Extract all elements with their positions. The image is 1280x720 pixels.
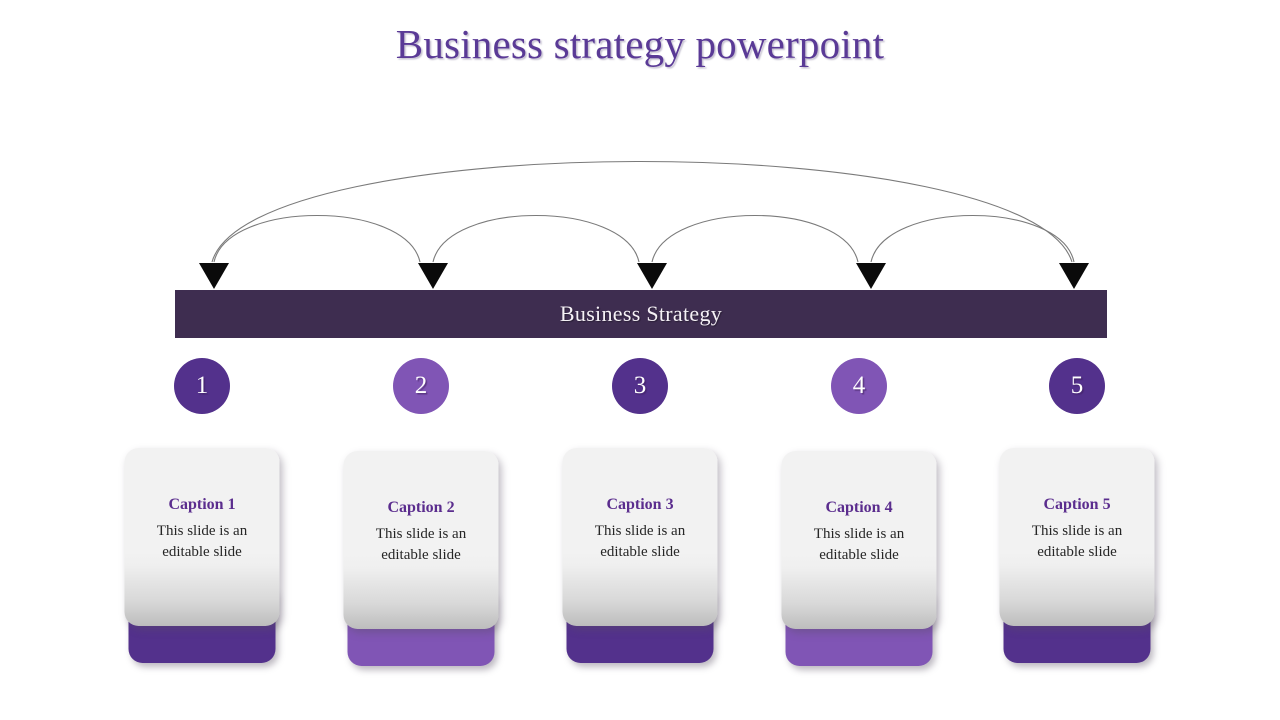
step-number-badge-3[interactable]: 3 (612, 358, 668, 414)
card-caption-5: Caption 5 (1043, 496, 1111, 513)
card-caption-4: Caption 4 (825, 499, 893, 516)
arc-span-4-to-5 (870, 214, 1075, 263)
arc-span-3-to-4 (651, 214, 859, 263)
step-card-2[interactable]: Caption 2 This slide is an editable slid… (343, 451, 499, 666)
step-number-4: 4 (852, 372, 866, 399)
arrowhead-3 (637, 263, 667, 289)
business-strategy-banner: Business Strategy (175, 290, 1107, 338)
arrowhead-5 (1059, 263, 1089, 289)
step-number-2: 2 (414, 372, 428, 399)
step-card-4[interactable]: Caption 4 This slide is an editable slid… (781, 451, 937, 666)
card-caption-2: Caption 2 (387, 499, 455, 516)
step-number-badge-4[interactable]: 4 (831, 358, 887, 414)
card-body-2[interactable]: Caption 2 This slide is an editable slid… (343, 451, 499, 629)
arc-span-2-to-3 (432, 214, 640, 263)
banner-label: Business Strategy (559, 301, 723, 326)
card-text-5: This slide is an editable slide (1031, 523, 1123, 561)
step-number-1: 1 (195, 372, 209, 399)
arrowhead-4 (856, 263, 886, 289)
arrowhead-2 (418, 263, 448, 289)
arrow-connector-layer (199, 161, 1089, 289)
card-body-4[interactable]: Caption 4 This slide is an editable slid… (781, 451, 937, 629)
step-number-badge-2[interactable]: 2 (393, 358, 449, 414)
step-number-5: 5 (1070, 372, 1084, 399)
card-body-5[interactable]: Caption 5 This slide is an editable slid… (999, 448, 1155, 626)
card-text-3: This slide is an editable slide (594, 523, 686, 561)
card-caption-3: Caption 3 (606, 496, 674, 513)
card-body-3[interactable]: Caption 3 This slide is an editable slid… (562, 448, 718, 626)
page-title: Business strategy powerpoint (395, 21, 885, 67)
arc-span-1-to-2 (213, 214, 421, 263)
step-card-1[interactable]: Caption 1 This slide is an editable slid… (124, 448, 280, 663)
step-number-3: 3 (633, 372, 647, 399)
card-text-1: This slide is an editable slide (156, 523, 248, 561)
step-number-badge-5[interactable]: 5 (1049, 358, 1105, 414)
card-text-4: This slide is an editable slide (813, 526, 905, 564)
card-body-1[interactable]: Caption 1 This slide is an editable slid… (124, 448, 280, 626)
card-caption-1: Caption 1 (168, 496, 236, 513)
step-number-badge-1[interactable]: 1 (174, 358, 230, 414)
card-text-2: This slide is an editable slide (375, 526, 467, 564)
step-card-5[interactable]: Caption 5 This slide is an editable slid… (999, 448, 1155, 663)
arc-span-1-to-5 (211, 161, 1073, 263)
arrowhead-1 (199, 263, 229, 289)
step-card-3[interactable]: Caption 3 This slide is an editable slid… (562, 448, 718, 663)
